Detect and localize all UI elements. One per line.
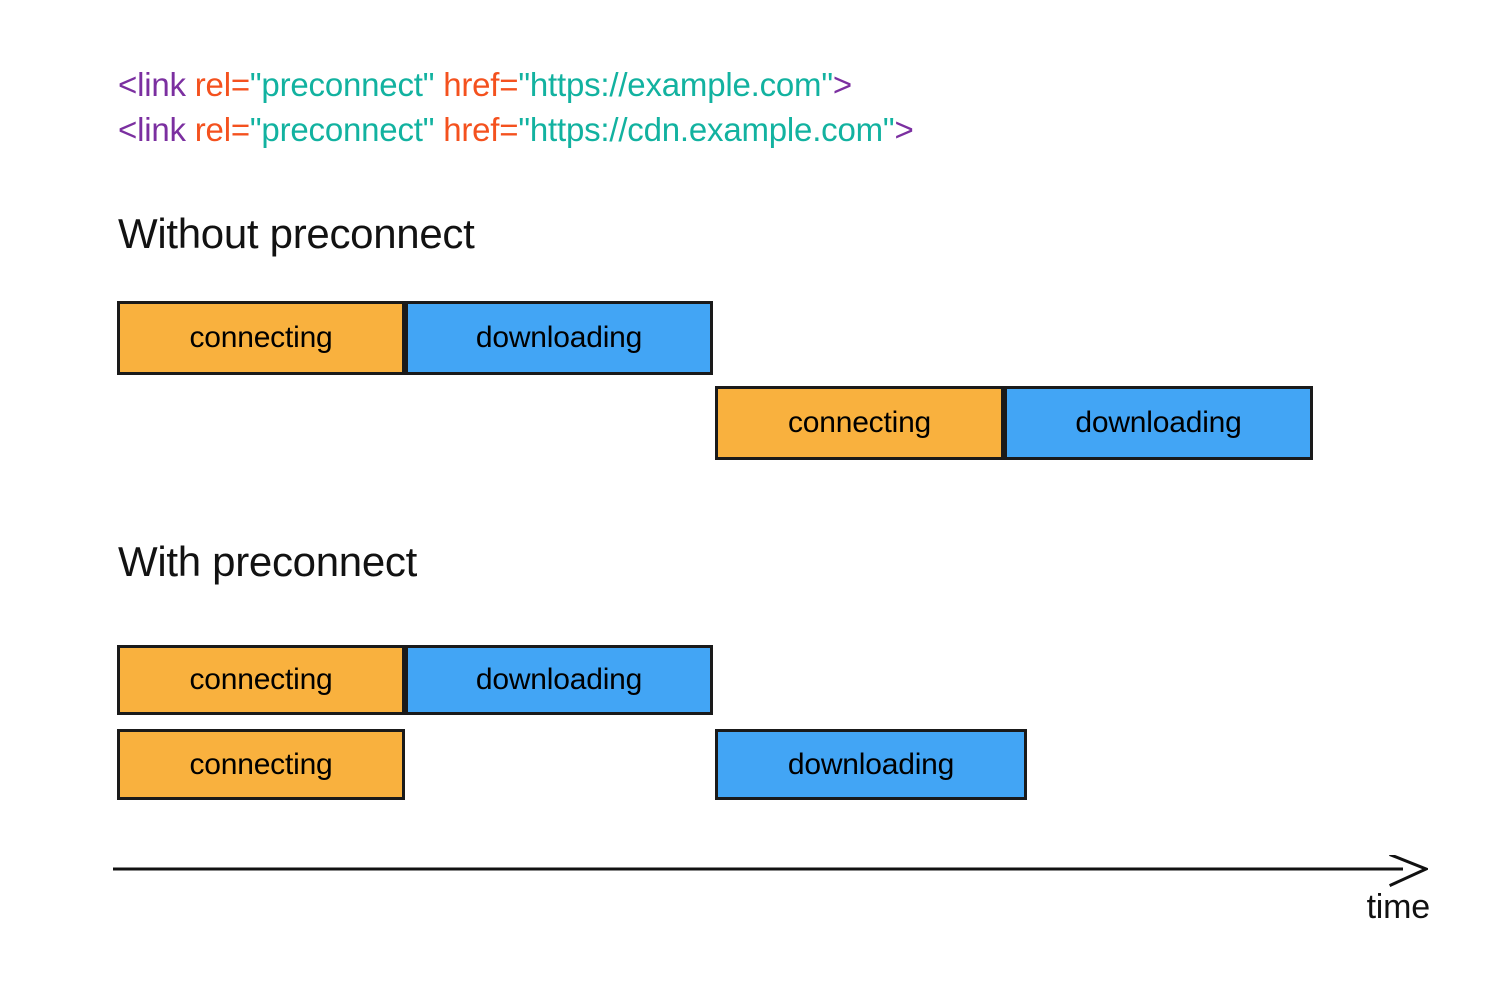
code-line-2: <link rel="preconnect" href="https://cdn… bbox=[118, 107, 914, 152]
section-heading-with-preconnect: With preconnect bbox=[118, 538, 417, 585]
code-value-rel: "preconnect" bbox=[249, 111, 435, 148]
code-tag-open: <link bbox=[118, 66, 186, 103]
code-tag-close: > bbox=[894, 111, 914, 148]
code-attr-href: href= bbox=[434, 66, 519, 103]
section-heading-without-preconnect: Without preconnect bbox=[118, 210, 475, 257]
code-value-href: "https://example.com" bbox=[518, 66, 833, 103]
code-snippet: <link rel="preconnect" href="https://exa… bbox=[118, 62, 914, 152]
code-value-href: "https://cdn.example.com" bbox=[518, 111, 895, 148]
timeline-segment-downloading: downloading bbox=[715, 729, 1027, 800]
timeline-segment-downloading: downloading bbox=[1004, 386, 1313, 460]
code-value-rel: "preconnect" bbox=[249, 66, 435, 103]
timeline-segment-connecting: connecting bbox=[117, 301, 405, 375]
code-tag-close: > bbox=[832, 66, 852, 103]
timeline-segment-connecting: connecting bbox=[117, 645, 405, 715]
timeline-segment-downloading: downloading bbox=[405, 301, 713, 375]
timeline-segment-connecting: connecting bbox=[715, 386, 1004, 460]
code-attr-rel: rel= bbox=[185, 111, 250, 148]
code-tag-open: <link bbox=[118, 111, 186, 148]
code-attr-rel: rel= bbox=[185, 66, 250, 103]
time-axis-label: time bbox=[1366, 888, 1431, 926]
code-attr-href: href= bbox=[434, 111, 519, 148]
timeline-segment-connecting: connecting bbox=[117, 729, 405, 800]
time-axis-arrow bbox=[113, 855, 1428, 887]
timeline-segment-downloading: downloading bbox=[405, 645, 713, 715]
code-line-1: <link rel="preconnect" href="https://exa… bbox=[118, 62, 914, 107]
